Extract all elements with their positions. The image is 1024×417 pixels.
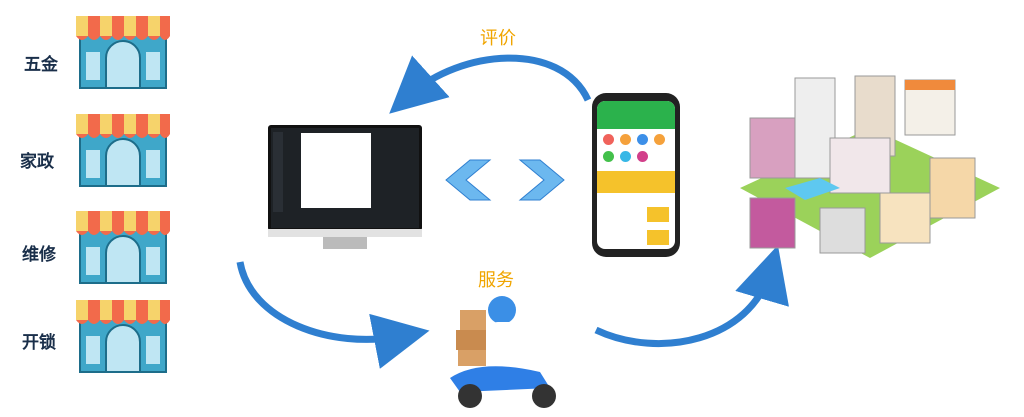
shop-label-repair: 维修 [22, 245, 56, 265]
desktop-monitor [268, 125, 422, 231]
shop-label-locksmith: 开锁 [22, 333, 56, 353]
review-arrow [389, 54, 592, 114]
smartphone [592, 93, 680, 257]
chevron-left-icon [445, 159, 492, 201]
shop-label-hardware: 五金 [24, 55, 58, 75]
service-arrow-right [594, 245, 789, 348]
service-caption: 服务 [478, 270, 514, 291]
delivery-scooter-illustration [450, 296, 556, 408]
shop-label-housekeeping: 家政 [20, 152, 54, 172]
city-illustration [740, 75, 1000, 258]
admin-dialog [301, 133, 371, 208]
review-caption: 评价 [480, 28, 516, 49]
chevron-right-icon [518, 159, 565, 201]
service-arrow-left [236, 261, 430, 369]
